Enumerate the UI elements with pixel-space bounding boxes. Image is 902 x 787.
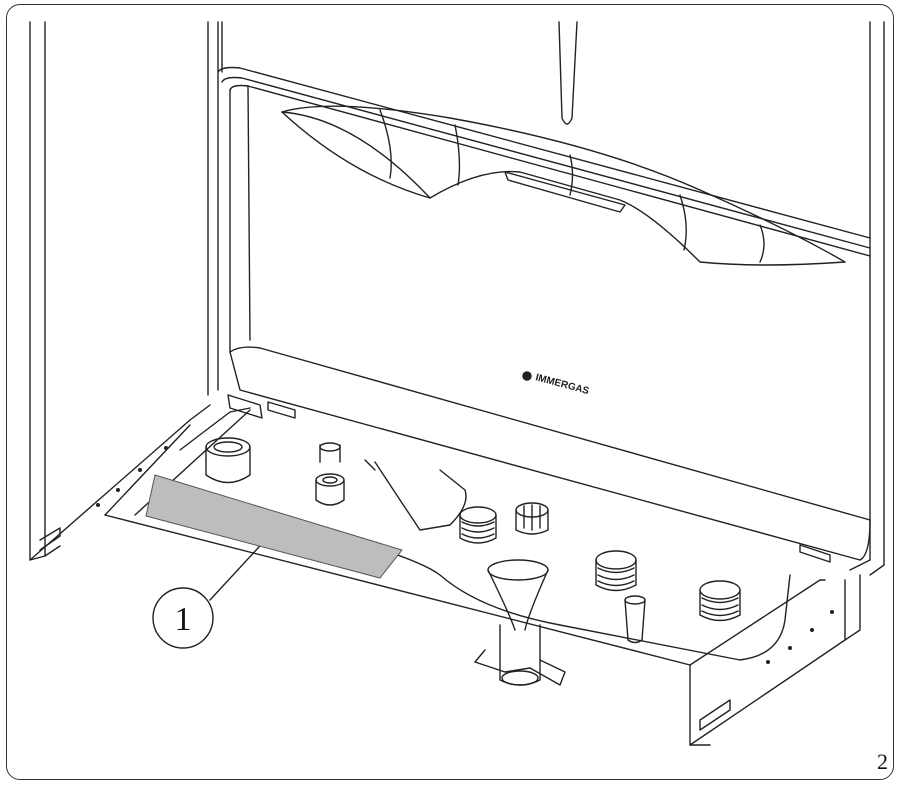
- threaded-fitting-a: [459, 506, 497, 544]
- threaded-fitting-c: [595, 550, 637, 592]
- front-cover-top: [217, 66, 871, 353]
- threaded-fitting-d: [699, 580, 741, 622]
- bottom-connection-plate: [104, 407, 871, 746]
- logo-mark-icon: [522, 371, 532, 381]
- front-cover-body: [229, 85, 871, 561]
- front-handle-recess: [281, 105, 846, 266]
- fitting-left-large: [205, 437, 251, 484]
- callout-circle: [152, 587, 214, 649]
- figure-frame: [6, 4, 894, 780]
- figure-number: 2: [877, 749, 888, 774]
- brand-logo: IMMERGAS: [534, 372, 590, 397]
- tray-bracket-tabs: [227, 394, 831, 563]
- small-valve: [624, 595, 646, 644]
- callout-label: 1: [175, 601, 192, 638]
- bracket-screw-holes: [96, 446, 834, 664]
- boiler-side-panel: [29, 21, 223, 561]
- drain-elbow: [364, 459, 467, 531]
- threaded-fitting-b: [515, 502, 549, 535]
- rating-plate-area: [145, 474, 403, 579]
- boiler-right-wall: [869, 21, 885, 576]
- drain-funnel-tap: [474, 559, 566, 686]
- fitting-center-left: [315, 442, 345, 506]
- top-pipe: [558, 21, 578, 125]
